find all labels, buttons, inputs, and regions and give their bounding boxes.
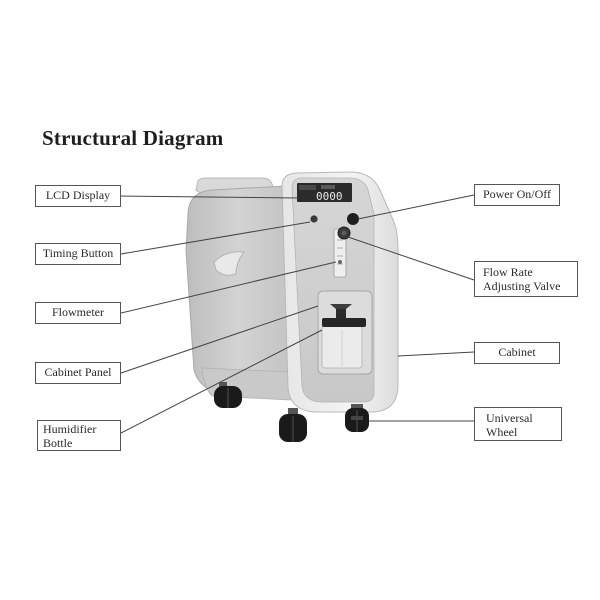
label-humidifier-bottle-line1: Humidifier — [43, 422, 97, 436]
leader-power-on-off — [357, 194, 475, 220]
leader-lcd-display — [120, 195, 299, 199]
wheel-rear-left — [214, 382, 242, 408]
label-flowmeter: Flowmeter — [35, 302, 121, 324]
label-flowmeter-text: Flowmeter — [52, 305, 104, 319]
label-humidifier-bottle: Humidifier Bottle — [37, 420, 121, 451]
leader-flow-rate-valve — [347, 236, 475, 281]
label-cabinet-panel: Cabinet Panel — [35, 362, 121, 384]
label-power-on-off: Power On/Off — [474, 184, 560, 206]
label-timing-button-text: Timing Button — [42, 246, 114, 260]
label-cabinet-panel-text: Cabinet Panel — [44, 365, 112, 379]
leader-lines — [120, 194, 475, 434]
flowmeter — [333, 228, 347, 278]
lcd-display: 0000 — [297, 183, 352, 203]
leader-cabinet-panel — [120, 305, 319, 374]
leader-timing-button — [120, 221, 311, 255]
label-lcd-display-text: LCD Display — [45, 188, 111, 202]
timing-button — [310, 215, 318, 223]
label-humidifier-bottle-line2: Bottle — [43, 436, 73, 450]
wheel-front-left — [279, 408, 307, 442]
leader-cabinet — [397, 351, 475, 357]
label-power-on-off-text: Power On/Off — [482, 187, 552, 201]
cabinet-body — [185, 185, 291, 401]
label-cabinet: Cabinet — [474, 342, 560, 364]
label-cabinet-text: Cabinet — [498, 345, 536, 359]
diagram-title: Structural Diagram — [42, 126, 224, 150]
label-lcd-display: LCD Display — [35, 185, 121, 207]
label-universal-wheel: Universal Wheel — [474, 407, 562, 441]
humidifier-compartment — [317, 290, 373, 375]
label-flow-rate-line1: Flow Rate — [483, 265, 533, 279]
label-timing-button: Timing Button — [35, 243, 121, 265]
leader-flowmeter — [120, 261, 337, 314]
label-universal-wheel-line2: Wheel — [486, 425, 518, 439]
label-flow-rate-line2: Adjusting Valve — [483, 279, 561, 293]
power-button — [347, 213, 359, 225]
universal-wheels — [214, 382, 369, 442]
label-universal-wheel-line1: Universal — [486, 411, 533, 425]
wheel-front-right — [345, 404, 369, 432]
label-flow-rate-adjusting-valve: Flow Rate Adjusting Valve — [474, 261, 578, 297]
leader-humidifier-bottle — [120, 329, 323, 434]
lcd-readout: 0000 — [316, 190, 343, 203]
